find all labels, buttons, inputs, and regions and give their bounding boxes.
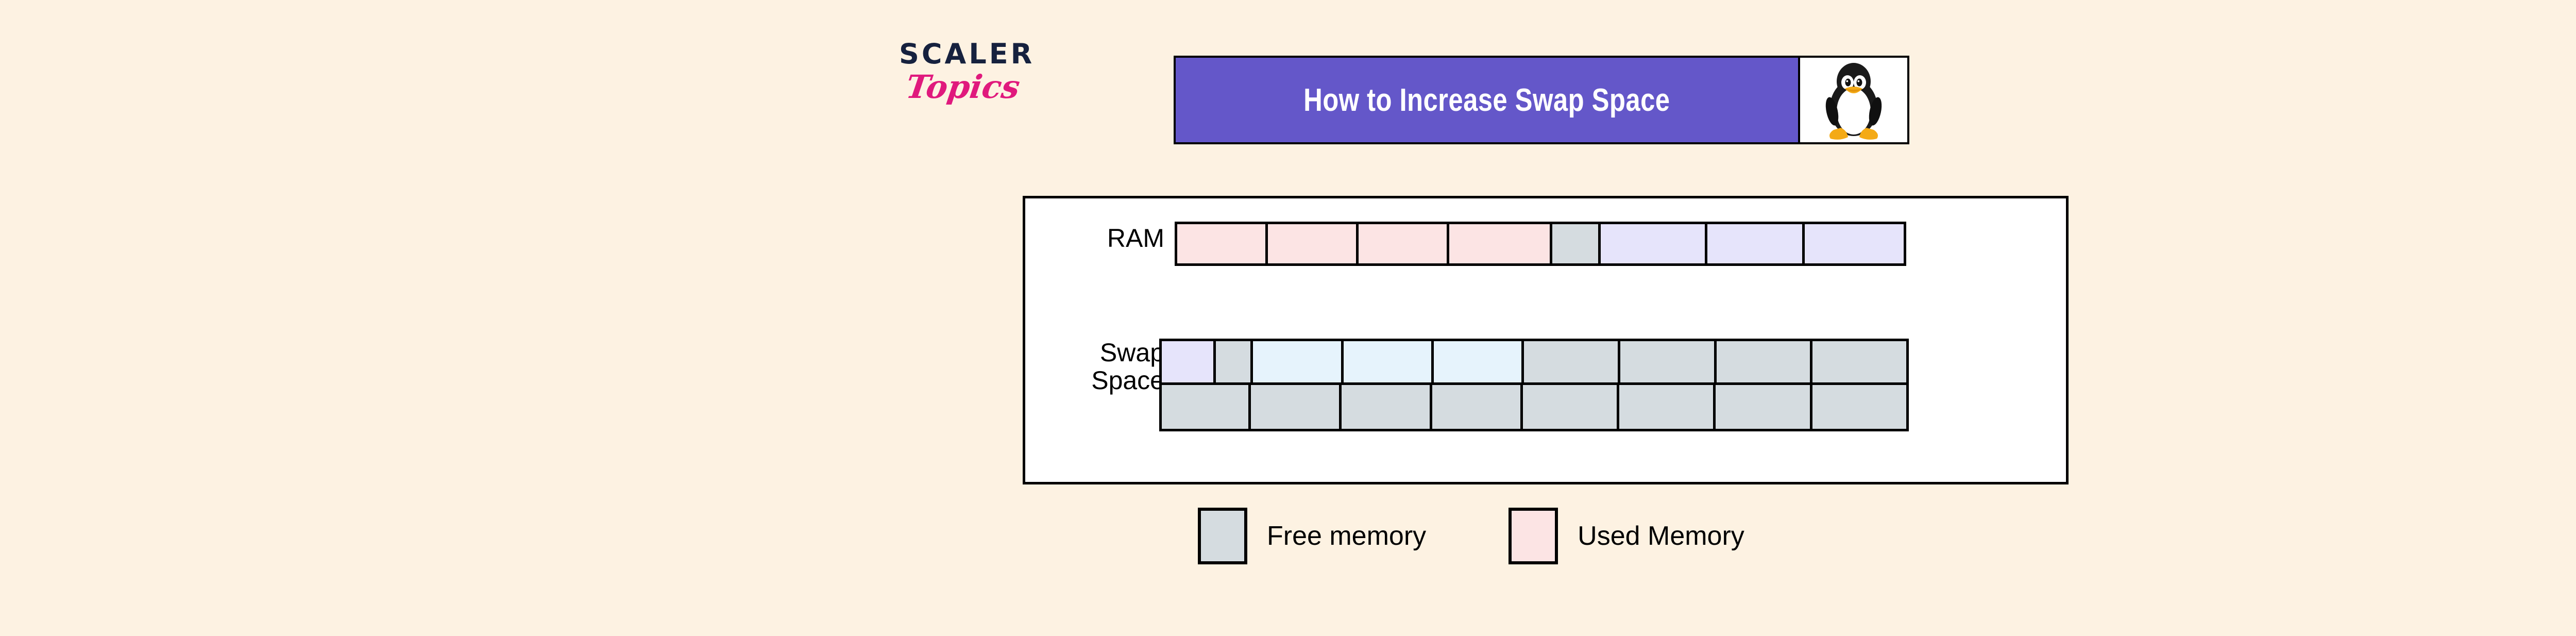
- memory-block-free: [1215, 341, 1253, 382]
- linux-logo-box: [1798, 56, 1909, 144]
- memory-block-used: [1359, 224, 1450, 263]
- memory-diagram-panel: RAM Swap Space: [1023, 196, 2069, 484]
- ram-memory-row: [1175, 222, 1906, 266]
- memory-block-used: [1177, 224, 1268, 263]
- legend-label-free-memory: Free memory: [1267, 521, 1427, 551]
- memory-block-free: [1524, 341, 1621, 382]
- title-banner: How to Increase Swap Space: [1174, 56, 1909, 144]
- memory-block-free: [1716, 385, 1812, 429]
- memory-block-used: [1449, 224, 1553, 263]
- legend-label-used-memory: Used Memory: [1578, 521, 1744, 551]
- swap-space-row-label: Swap Space: [1091, 338, 1164, 395]
- memory-block-free: [1522, 385, 1620, 429]
- memory-block-free: [1552, 224, 1601, 263]
- memory-block-free: [1250, 385, 1342, 429]
- memory-block-free: [1341, 385, 1432, 429]
- memory-block-cached: [1600, 224, 1707, 263]
- memory-block-free: [1812, 341, 1907, 382]
- memory-block-swapped: [1434, 341, 1524, 382]
- memory-block-free: [1162, 385, 1251, 429]
- memory-block-cached: [1162, 341, 1216, 382]
- legend-item-used-memory: Used Memory: [1509, 508, 1744, 564]
- memory-block-cached: [1805, 224, 1904, 263]
- memory-block-free: [1432, 385, 1523, 429]
- memory-block-free: [1620, 341, 1717, 382]
- memory-block-free: [1619, 385, 1716, 429]
- memory-block-used: [1268, 224, 1359, 263]
- memory-block-free: [1812, 385, 1906, 429]
- legend-item-free-memory: Free memory: [1198, 508, 1426, 564]
- swap-memory-row-bottom: [1159, 385, 1909, 431]
- legend: Free memory Used Memory: [1198, 508, 1744, 564]
- title-banner-bar: How to Increase Swap Space: [1174, 56, 1798, 144]
- memory-block-swapped: [1253, 341, 1344, 382]
- tux-penguin-icon: [1825, 63, 1882, 140]
- swap-memory-row-top: [1159, 339, 1909, 385]
- memory-block-swapped: [1343, 341, 1434, 382]
- memory-block-cached: [1707, 224, 1805, 263]
- brand-name-scaler: SCALER: [899, 38, 1035, 70]
- page-title: How to Increase Swap Space: [1303, 82, 1670, 118]
- memory-block-free: [1716, 341, 1813, 382]
- scaler-topics-logo: SCALER Topics: [899, 40, 1069, 123]
- legend-swatch-free-memory: [1198, 508, 1247, 564]
- ram-row-label: RAM: [1107, 224, 1164, 253]
- legend-swatch-used-memory: [1509, 508, 1558, 564]
- brand-name-topics: Topics: [903, 68, 1023, 106]
